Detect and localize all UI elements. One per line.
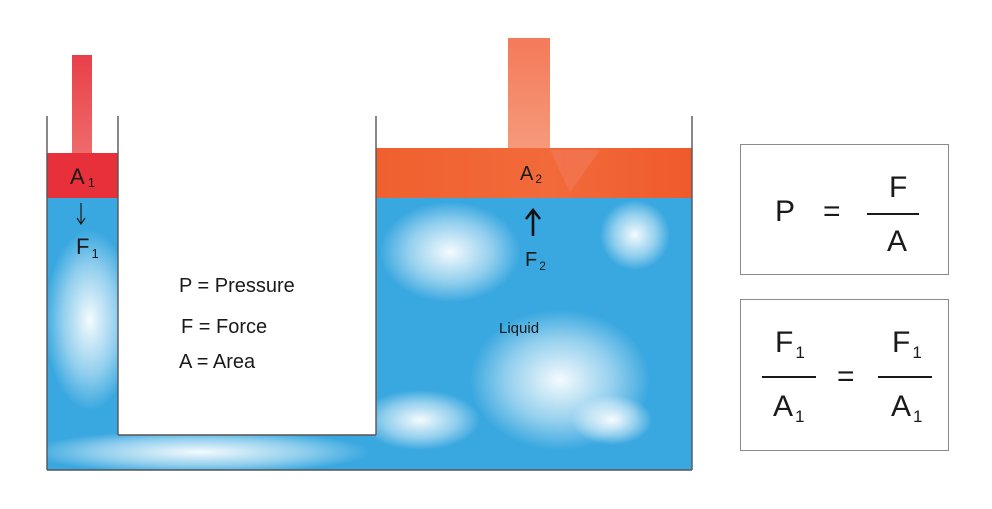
pressure-formula-box: P = F A <box>740 144 949 275</box>
formula-denominator-a: A <box>887 225 908 258</box>
formula-numerator-f: F <box>889 171 908 204</box>
small-piston <box>47 153 118 198</box>
formula-p: P <box>775 195 796 228</box>
small-piston-rod <box>72 55 92 153</box>
legend-area: A = Area <box>179 351 256 373</box>
liquid-highlights <box>30 200 670 474</box>
left-fraction-bar <box>762 376 816 378</box>
legend-force: F = Force <box>181 316 268 338</box>
pascal-equals: = <box>837 360 855 393</box>
legend-pressure: P = Pressure <box>179 275 295 297</box>
formula-equals: = <box>823 195 841 228</box>
fraction-bar <box>867 213 919 215</box>
container-walls <box>46 116 693 471</box>
down-arrow-icon <box>76 203 86 226</box>
right-fraction-bar <box>878 376 932 378</box>
up-arrow-icon <box>524 207 542 236</box>
large-piston-rod <box>508 38 550 150</box>
liquid-label: Liquid <box>499 320 539 337</box>
large-piston <box>376 148 692 198</box>
